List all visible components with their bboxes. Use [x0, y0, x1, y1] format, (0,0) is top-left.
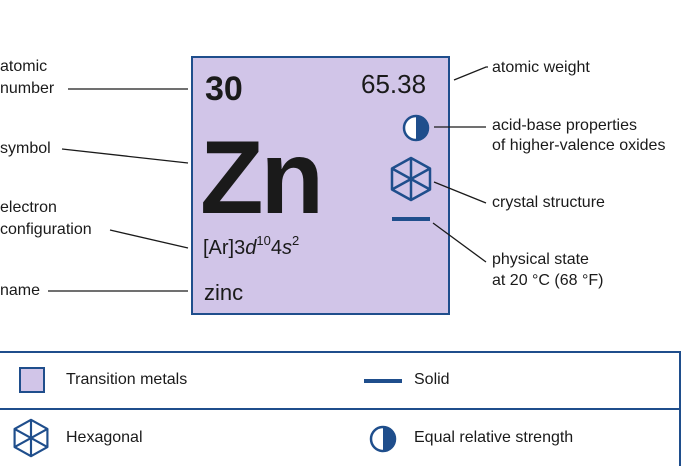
legend-solid-dash-icon	[364, 379, 402, 383]
label-crystal-structure: crystal structure	[492, 194, 605, 211]
label-electron-config-1: electron	[0, 199, 57, 216]
atomic-number: 30	[205, 70, 243, 108]
label-physical-state-2: at 20 °C (68 °F)	[492, 272, 604, 289]
leader-electron-config	[109, 229, 189, 249]
label-physical-state-1: physical state	[492, 251, 589, 268]
legend-crystal: Hexagonal	[66, 429, 143, 446]
config-s-count: 2	[291, 233, 300, 248]
config-s-orbital: s	[281, 237, 292, 259]
config-shell: 4	[270, 237, 282, 259]
electron-configuration: [Ar]3d104s2	[203, 233, 300, 260]
category-swatch-icon	[19, 367, 45, 393]
legend-divider	[0, 408, 681, 410]
element-symbol: Zn	[200, 120, 324, 236]
config-core: [Ar]3	[203, 237, 246, 259]
leader-symbol	[61, 148, 189, 164]
element-tile	[191, 56, 450, 315]
solid-state-dash-icon	[392, 217, 430, 221]
leader-atomic-weight	[453, 66, 488, 81]
label-name: name	[0, 282, 41, 299]
label-atomic-number-2: number	[0, 80, 55, 97]
legend-state: Solid	[414, 371, 450, 388]
label-electron-config-2: configuration	[0, 221, 92, 238]
label-atomic-number-1: atomic	[0, 58, 48, 75]
config-d-count: 10	[256, 233, 271, 248]
label-atomic-weight: atomic weight	[492, 59, 590, 76]
legend-hexagonal-crystal-icon	[13, 418, 49, 458]
atomic-weight: 65.38	[361, 69, 427, 99]
legend-category: Transition metals	[66, 371, 188, 388]
legend-acid-base: Equal relative strength	[414, 429, 574, 446]
config-d-orbital: d	[245, 237, 257, 259]
half-filled-circle-icon	[402, 114, 430, 142]
hexagonal-crystal-icon	[390, 156, 432, 202]
label-acid-base-2: of higher-valence oxides	[492, 137, 666, 154]
label-symbol: symbol	[0, 140, 51, 157]
element-name: zinc	[204, 280, 244, 305]
legend-half-filled-circle-icon	[369, 425, 397, 453]
label-acid-base-1: acid-base properties	[492, 117, 637, 134]
